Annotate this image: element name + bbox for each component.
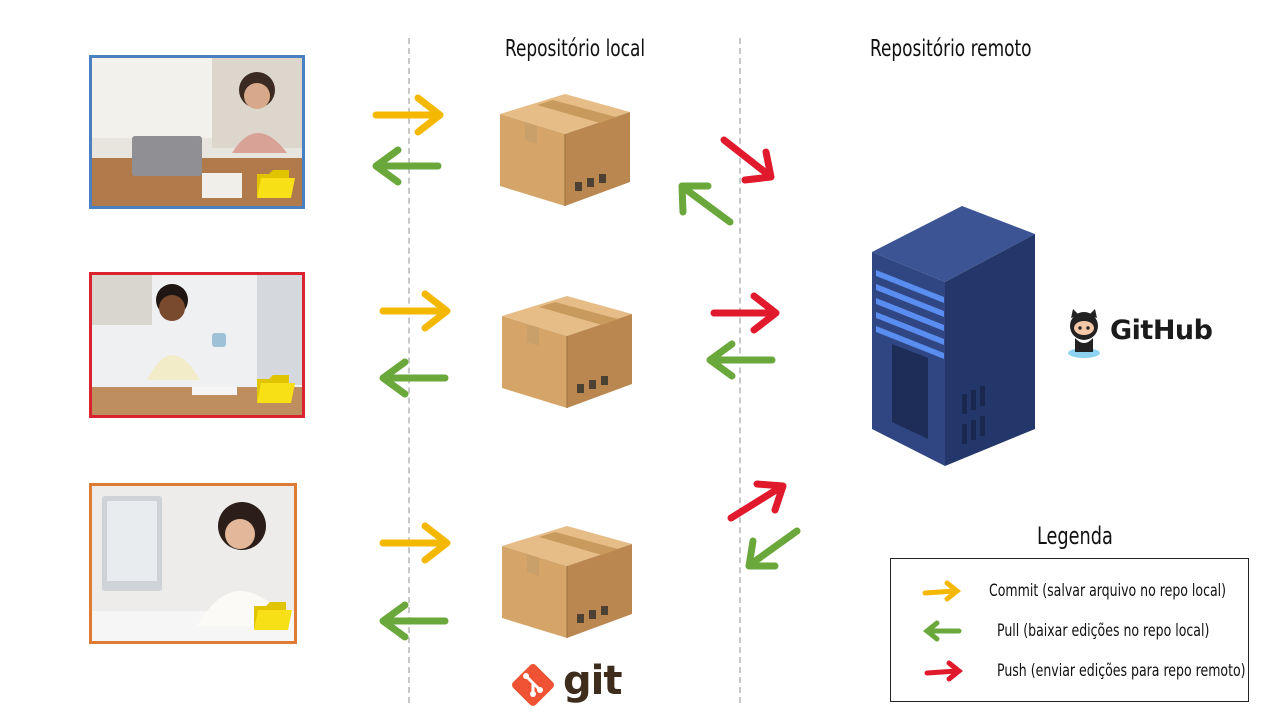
pull-arrow-1 bbox=[372, 146, 442, 186]
legend-item-pull: Pull (baixar edições no repo local) bbox=[919, 619, 1256, 643]
push-arrow-2 bbox=[710, 292, 780, 334]
git-logo-icon bbox=[512, 664, 554, 706]
server-icon bbox=[872, 206, 1035, 466]
push-arrow-3 bbox=[727, 480, 787, 522]
user-photo-3 bbox=[89, 483, 297, 644]
legend-title: Legenda bbox=[1037, 522, 1113, 550]
pull-arrow-2 bbox=[379, 358, 449, 398]
pull-arrow-3 bbox=[379, 601, 449, 641]
local-repo-title: Repositório local bbox=[505, 36, 646, 62]
user-photo-2 bbox=[89, 272, 305, 418]
divider-left bbox=[408, 38, 410, 703]
github-logo-text: GitHub bbox=[1110, 315, 1213, 346]
legend-label-pull: Pull (baixar edições no repo local) bbox=[997, 621, 1210, 641]
pull-remote-arrow-1 bbox=[678, 182, 734, 226]
legend-item-push: Push (enviar edições para repo remoto) bbox=[919, 659, 1280, 683]
push-arrow-1 bbox=[720, 136, 775, 184]
commit-arrow-1 bbox=[372, 94, 444, 136]
remote-repo-title: Repositório remoto bbox=[870, 36, 1032, 62]
legend-box: Commit (salvar arquivo no repo local) Pu… bbox=[890, 558, 1249, 702]
user-photo-1 bbox=[89, 55, 305, 209]
push-arrow-icon bbox=[924, 660, 963, 682]
divider-right bbox=[739, 38, 741, 703]
legend-label-commit: Commit (salvar arquivo no repo local) bbox=[989, 581, 1227, 601]
github-octocat-icon bbox=[1068, 309, 1100, 358]
pull-remote-arrow-3 bbox=[745, 527, 801, 570]
legend-item-commit: Commit (salvar arquivo no repo local) bbox=[919, 579, 1278, 603]
commit-arrow-2 bbox=[379, 290, 451, 332]
commit-arrow-3 bbox=[379, 522, 451, 564]
pull-remote-arrow-2 bbox=[706, 340, 776, 380]
pull-arrow-icon bbox=[922, 620, 962, 642]
legend-label-push: Push (enviar edições para repo remoto) bbox=[997, 661, 1246, 681]
git-logo-text: git bbox=[563, 658, 622, 704]
commit-arrow-icon bbox=[922, 580, 962, 602]
